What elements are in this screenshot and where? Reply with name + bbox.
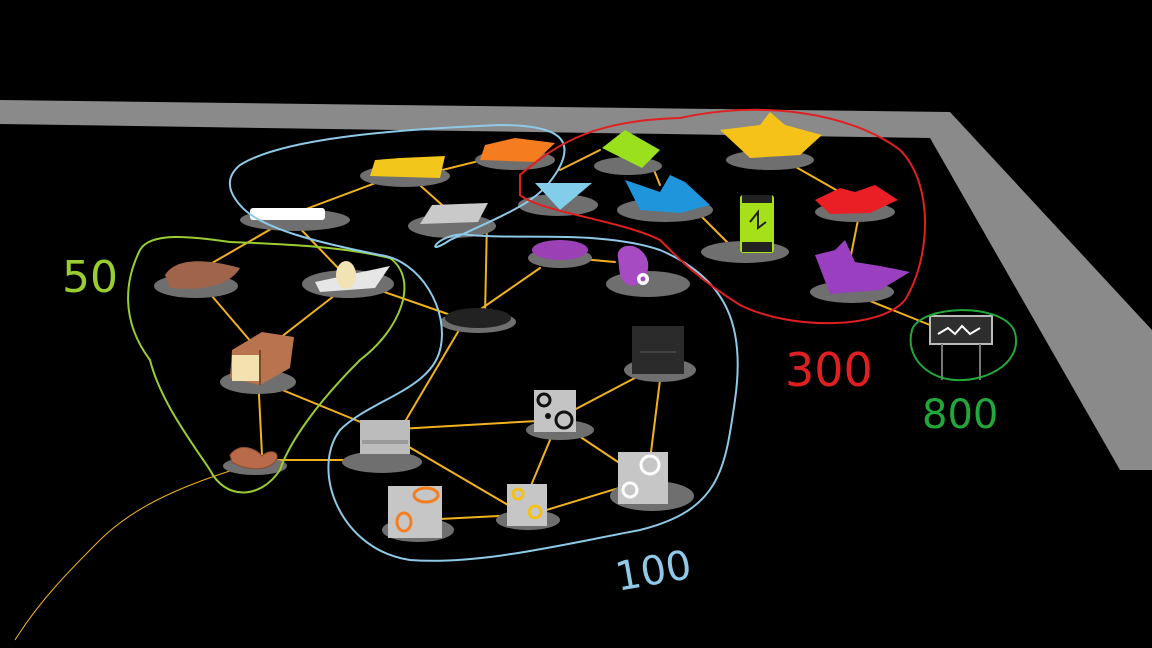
- white-slab-node[interactable]: [250, 208, 325, 220]
- metal-box-node[interactable]: [360, 420, 410, 454]
- black-ring-box-node[interactable]: [534, 390, 576, 432]
- brown-mound-node[interactable]: [165, 261, 240, 289]
- lime-square-node[interactable]: [602, 130, 660, 168]
- zone-label-800: 800: [922, 392, 998, 438]
- wood-crate-node[interactable]: [230, 332, 294, 385]
- copper-coil-node[interactable]: [229, 446, 278, 470]
- orange-stack-node[interactable]: [480, 138, 555, 162]
- zone-label-100: 100: [612, 542, 695, 601]
- yellow-crystal-node[interactable]: [720, 112, 822, 158]
- yellow-ring-box-node[interactable]: [507, 484, 547, 526]
- white-ring-box-node[interactable]: [618, 452, 668, 504]
- zone-label-300: 300: [785, 343, 873, 397]
- orange-ring-box-node[interactable]: [388, 486, 442, 538]
- purple-egg-node[interactable]: [617, 245, 649, 286]
- zone-outline-50: [127, 235, 406, 494]
- purple-disc-node[interactable]: [532, 240, 588, 260]
- zone-outline-100: [228, 123, 739, 562]
- purple-crystal-node[interactable]: [815, 240, 910, 294]
- gray-slab-node[interactable]: [420, 203, 488, 224]
- bread-tray-node[interactable]: [315, 261, 390, 292]
- dark-panel-node[interactable]: [632, 326, 684, 374]
- cyan-cone-node[interactable]: [535, 183, 592, 210]
- monitor-node[interactable]: [929, 315, 993, 380]
- yellow-stack-node[interactable]: [370, 156, 445, 178]
- hub-dark-node[interactable]: [445, 308, 511, 328]
- zone-outline-300: [519, 108, 926, 325]
- red-crystal-node[interactable]: [815, 185, 898, 214]
- green-battery-node[interactable]: [740, 195, 774, 253]
- blue-crystal-node[interactable]: [625, 175, 710, 213]
- zone-label-50: 50: [62, 252, 118, 303]
- zone-outline-800: [909, 309, 1017, 382]
- stray-wire: [14, 461, 259, 641]
